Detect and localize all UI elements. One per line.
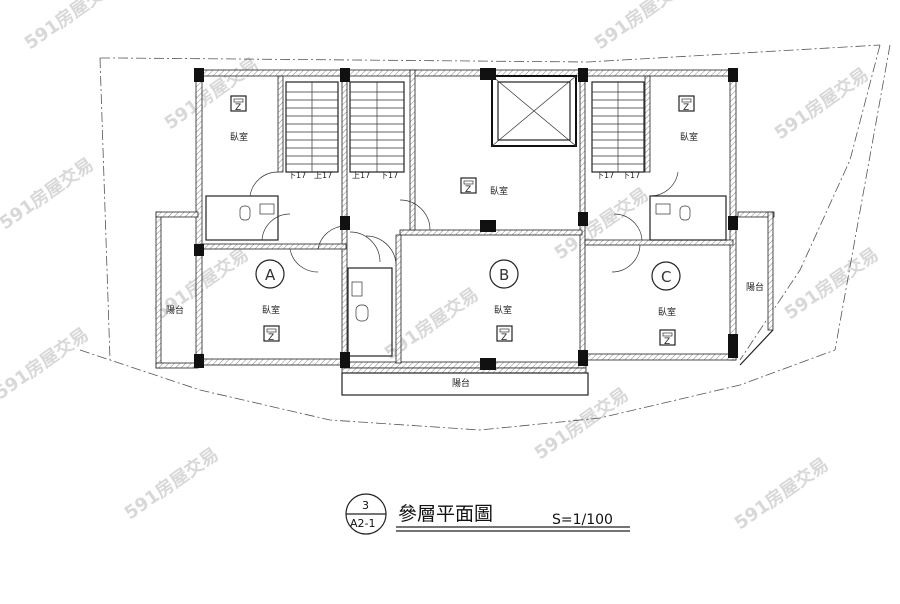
stairs — [285, 81, 645, 173]
toilet-icon — [679, 205, 691, 221]
exterior-walls — [195, 69, 737, 369]
bed-icon: Z — [496, 325, 513, 343]
unit-markers: A B C — [255, 259, 681, 291]
svg-text:Z: Z — [268, 333, 274, 343]
watermark: 591房屋交易 — [780, 243, 882, 324]
stair-label-down: 下17 — [288, 171, 306, 180]
toilet-icon — [239, 205, 251, 221]
bed-icon: Z — [678, 95, 695, 113]
watermark: 591房屋交易 — [0, 153, 98, 234]
watermark: 591房屋交易 — [160, 53, 262, 134]
room-label-balcony: 陽台 — [166, 304, 184, 316]
unit-letter-b: B — [499, 266, 509, 284]
bathrooms — [205, 195, 727, 357]
watermark: 591房屋交易 — [20, 0, 122, 54]
svg-text:Z: Z — [664, 337, 670, 347]
stair-label-up: 上17 — [314, 171, 332, 180]
room-label-bedroom: 臥室 — [490, 185, 508, 197]
sheet-ref: A2-1 — [350, 517, 376, 530]
balconies — [155, 211, 775, 396]
watermark: 591房屋交易 — [550, 183, 652, 264]
drawing-scale: S=1/100 — [552, 512, 613, 528]
stair-label-down: 下17 — [596, 171, 614, 180]
watermark: 591房屋交易 — [770, 63, 872, 144]
sink-icon — [259, 203, 275, 215]
room-labels: 臥室 臥室 臥室 臥室 臥室 臥室 陽台 陽台 陽台 — [166, 131, 764, 389]
room-label-bedroom: 臥室 — [230, 131, 248, 143]
sheet-number: 3 — [362, 499, 369, 512]
svg-text:Z: Z — [465, 185, 471, 195]
watermark: 591房屋交易 — [0, 323, 93, 404]
sink-icon — [655, 203, 671, 215]
room-label-balcony: 陽台 — [452, 377, 470, 389]
drawing-title: 參層平面圖 — [398, 503, 493, 525]
room-label-balcony: 陽台 — [746, 281, 764, 293]
watermark-layer: 591房屋交易 591房屋交易 591房屋交易 591房屋交易 591房屋交易 … — [0, 0, 883, 534]
bed-icons: Z Z Z Z Z Z — [230, 95, 695, 347]
stair-label-down: 下17 — [380, 171, 398, 180]
bed-icon: Z — [460, 177, 477, 195]
stair-left — [285, 81, 339, 173]
stair-label-down: 下17 — [622, 171, 640, 180]
unit-letter-a: A — [265, 266, 276, 284]
unit-letter-c: C — [661, 268, 671, 286]
watermark: 591房屋交易 — [590, 0, 692, 54]
svg-text:Z: Z — [501, 333, 507, 343]
stair-labels: 下17 上17 上17 下17 下17 下17 — [288, 171, 640, 180]
room-label-bedroom: 臥室 — [494, 304, 512, 316]
stair-right — [591, 81, 645, 173]
room-label-bedroom: 臥室 — [658, 306, 676, 318]
bed-icon: Z — [659, 329, 676, 347]
room-label-bedroom: 臥室 — [680, 131, 698, 143]
toilet-icon — [355, 304, 369, 322]
stair-label-up: 上17 — [352, 171, 370, 180]
sink-icon — [351, 281, 363, 297]
svg-text:Z: Z — [235, 103, 241, 113]
watermark: 591房屋交易 — [120, 443, 222, 524]
svg-text:Z: Z — [683, 103, 689, 113]
door-swings — [249, 171, 679, 273]
columns — [194, 68, 738, 370]
title-block: 3 A2-1 參層平面圖 S=1/100 — [345, 493, 630, 535]
watermark: 591房屋交易 — [730, 453, 832, 534]
room-label-bedroom: 臥室 — [262, 304, 280, 316]
bed-icon: Z — [263, 325, 280, 343]
bed-icon: Z — [230, 95, 247, 113]
elevator-shaft — [491, 75, 577, 147]
stair-center — [349, 81, 405, 173]
